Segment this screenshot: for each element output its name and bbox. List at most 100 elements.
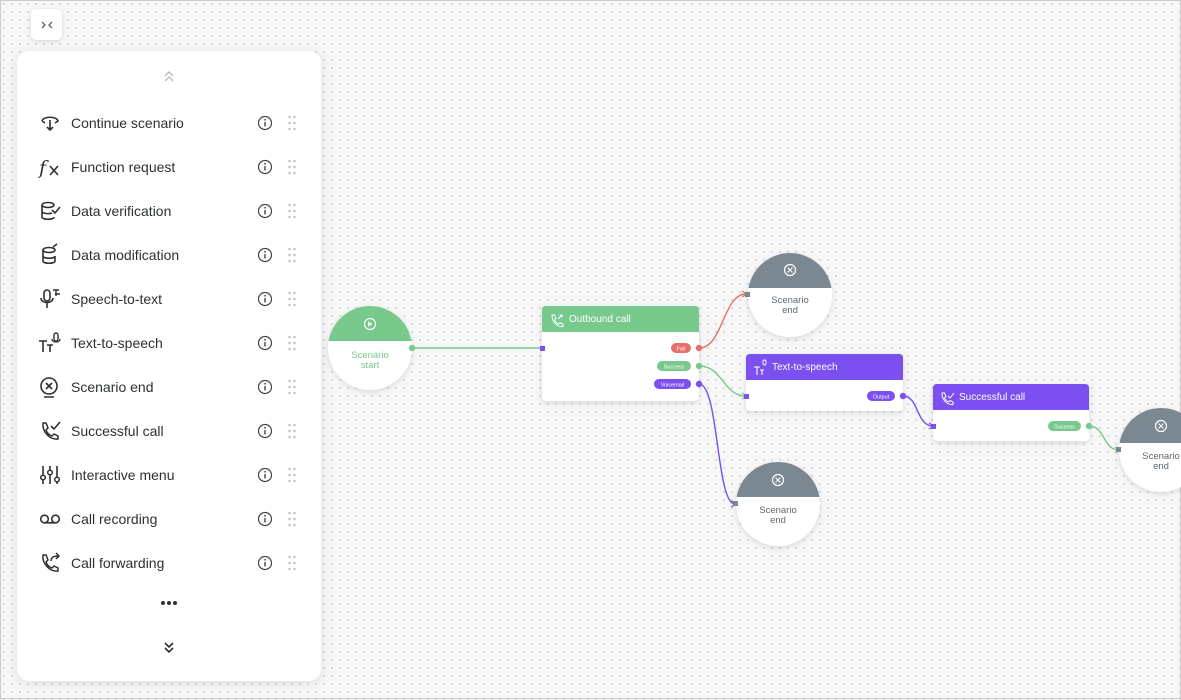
phone-check-icon: [35, 419, 65, 443]
palette-item-label: Data modification: [71, 247, 180, 263]
phone-check-icon: [941, 392, 955, 406]
text-speech-icon: [35, 331, 65, 355]
function-icon: f: [35, 155, 65, 179]
drag-handle-icon[interactable]: [287, 291, 297, 307]
more-items-button[interactable]: [17, 599, 321, 607]
drag-handle-icon[interactable]: [287, 247, 297, 263]
node-successful-call[interactable]: Successful call Success: [931, 384, 1093, 441]
close-circle-icon: [35, 375, 65, 399]
info-icon[interactable]: [257, 335, 273, 351]
palette-item-text-to-speech[interactable]: Text-to-speech: [33, 323, 309, 363]
port-badge-output[interactable]: [867, 391, 895, 401]
palette-item-data-modification[interactable]: Data modification: [33, 235, 309, 275]
info-icon[interactable]: [257, 203, 273, 219]
edge-arrow-voicemail: [730, 500, 738, 508]
palette-item-successful-call[interactable]: Successful call: [33, 411, 309, 451]
port-label: Output: [873, 395, 890, 401]
input-port[interactable]: [1116, 447, 1121, 452]
continue-scenario-icon: [35, 111, 65, 135]
node-outbound-call[interactable]: Outbound call Fail Success Voicemail: [540, 306, 703, 401]
info-icon[interactable]: [257, 159, 273, 175]
port-label: Fail: [677, 347, 686, 353]
palette-item-data-verification[interactable]: Data verification: [33, 191, 309, 231]
drag-handle-icon[interactable]: [287, 335, 297, 351]
more-dots-icon: [161, 601, 177, 605]
palette-item-interactive-menu[interactable]: Interactive menu: [33, 455, 309, 495]
palette-item-label: Call forwarding: [71, 555, 165, 571]
node-label-line1: Scenario: [351, 350, 389, 361]
node-label-line1: Scenario: [759, 505, 797, 516]
database-check-icon: [35, 199, 65, 223]
node-scenario-start[interactable]: Scenario start: [328, 306, 416, 390]
port-badge-fail[interactable]: [671, 343, 691, 353]
drag-handle-icon[interactable]: [287, 379, 297, 395]
port-badge-voicemail[interactable]: [654, 379, 691, 389]
edge-successcall-to-end[interactable]: [1088, 425, 1120, 451]
drag-handle-icon[interactable]: [287, 159, 297, 175]
info-icon[interactable]: [257, 247, 273, 263]
palette-item-label: Successful call: [71, 423, 164, 439]
phone-forward-icon: [35, 551, 65, 575]
output-port[interactable]: [695, 362, 703, 370]
sliders-icon: [35, 463, 65, 487]
palette-item-continue-scenario[interactable]: Continue scenario: [33, 103, 309, 143]
palette-item-call-recording[interactable]: Call recording: [33, 499, 309, 539]
drag-handle-icon[interactable]: [287, 423, 297, 439]
input-port[interactable]: [540, 346, 545, 351]
drag-handle-icon[interactable]: [287, 467, 297, 483]
palette-item-function-request[interactable]: f Function request: [33, 147, 309, 187]
node-scenario-end-top[interactable]: Scenario end: [745, 253, 832, 337]
port-label: Success: [664, 365, 685, 371]
palette-item-speech-to-text[interactable]: Speech-to-text: [33, 279, 309, 319]
node-label-line2: start: [361, 360, 380, 371]
scroll-up-button[interactable]: [17, 69, 321, 83]
output-port[interactable]: [695, 380, 703, 388]
input-port[interactable]: [733, 501, 738, 506]
edge-arrow-end-right: [1114, 446, 1122, 454]
microphone-text-icon: [35, 287, 65, 311]
node-scenario-end-right[interactable]: Scenario end: [1116, 408, 1181, 492]
phone-outgoing-icon: [551, 314, 564, 328]
drag-handle-icon[interactable]: [287, 511, 297, 527]
play-circle-icon: [363, 317, 377, 331]
edge-tts-to-success[interactable]: [902, 395, 934, 427]
port-badge-success[interactable]: [657, 361, 691, 371]
edge-success-to-tts[interactable]: [698, 365, 747, 397]
scroll-down-button[interactable]: [17, 641, 321, 655]
double-chevron-down-icon: [164, 642, 174, 654]
output-port[interactable]: [408, 344, 416, 352]
drag-handle-icon[interactable]: [287, 203, 297, 219]
palette-item-call-forwarding[interactable]: Call forwarding: [33, 543, 309, 583]
palette-item-label: Text-to-speech: [71, 335, 163, 351]
palette-item-label: Scenario end: [71, 379, 154, 395]
info-icon[interactable]: [257, 555, 273, 571]
node-label-line1: Scenario: [1142, 451, 1180, 462]
edge-fail-to-end[interactable]: [698, 293, 747, 349]
palette-item-label: Call recording: [71, 511, 158, 527]
voicemail-icon: [35, 507, 65, 531]
edge-voicemail-to-end[interactable]: [698, 383, 736, 505]
input-port[interactable]: [745, 292, 750, 297]
palette-item-scenario-end[interactable]: Scenario end: [33, 367, 309, 407]
edge-arrow-fail: [741, 290, 749, 298]
drag-handle-icon[interactable]: [287, 555, 297, 571]
info-icon[interactable]: [257, 291, 273, 307]
info-icon[interactable]: [257, 115, 273, 131]
output-port[interactable]: [899, 392, 907, 400]
port-badge-success[interactable]: [1048, 421, 1081, 431]
drag-handle-icon[interactable]: [287, 115, 297, 131]
info-icon[interactable]: [257, 467, 273, 483]
node-palette-sidebar: Continue scenario f Function request Dat…: [17, 51, 321, 681]
node-title: Successful call: [959, 392, 1025, 403]
info-icon[interactable]: [257, 511, 273, 527]
output-port[interactable]: [1085, 422, 1093, 430]
info-icon[interactable]: [257, 379, 273, 395]
output-port[interactable]: [695, 344, 703, 352]
node-text-to-speech[interactable]: Text-to-speech Output: [744, 354, 907, 411]
node-scenario-end-bottom[interactable]: Scenario end: [733, 462, 820, 546]
input-port[interactable]: [744, 394, 749, 399]
collapse-sidebar-button[interactable]: [31, 9, 62, 40]
input-port[interactable]: [931, 424, 936, 429]
info-icon[interactable]: [257, 423, 273, 439]
palette-item-label: Data verification: [71, 203, 172, 219]
